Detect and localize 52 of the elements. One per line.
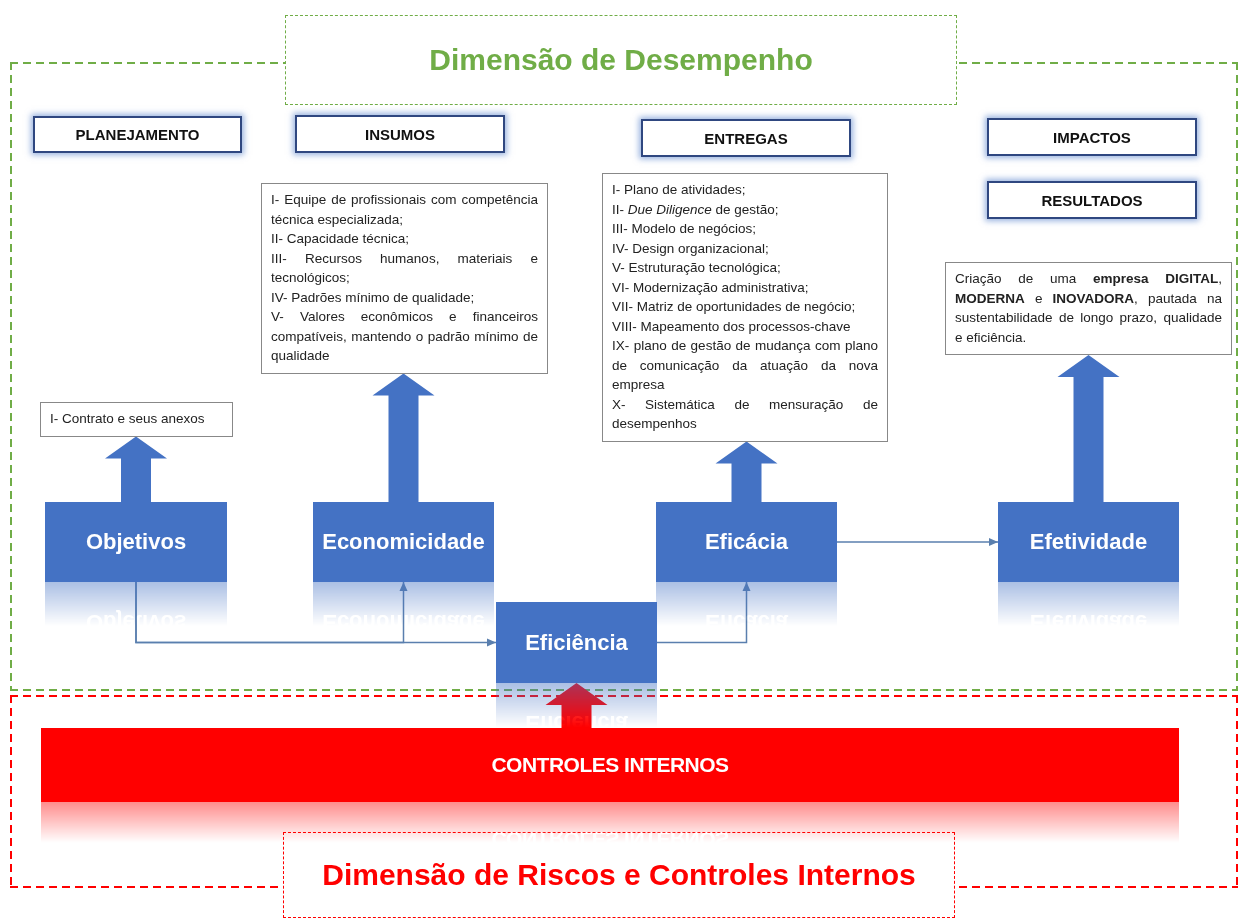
header-box: [987, 118, 1197, 156]
control-bar: [41, 728, 1179, 802]
header-label: INSUMOS: [365, 125, 435, 143]
list-item: VII- Matriz de oportunidades de negócio;: [612, 298, 857, 316]
block-arrow: [105, 436, 167, 502]
box-label: CONTROLES INTERNOS: [491, 753, 729, 777]
header-box: [987, 181, 1197, 219]
dashed-region: [10, 695, 1238, 918]
list-item: VI- Modernização administrativa;: [612, 278, 810, 297]
text-box: [602, 173, 888, 442]
list-item: III- Modelo de negócios;: [612, 220, 758, 238]
header-label: IMPACTOS: [1053, 128, 1131, 146]
box-label: Eficácia: [704, 529, 789, 555]
list-item: IX- plano de gestão de mudança com plano de comunicação da atuação da nova empresa: [612, 337, 878, 394]
process-box: [998, 502, 1179, 582]
list-item: V- Valores econômicos e financeiros compatíveis, mantendo o padrão mínimo de qualidade: [271, 308, 538, 365]
region-title: Dimensão de Riscos e Controles Internos: [322, 858, 916, 892]
list-item: VIII- Mapeamento dos processos-chave: [612, 317, 852, 336]
header-label: ENTREGAS: [704, 129, 788, 147]
list-item: II- Capacidade técnica;: [271, 230, 411, 248]
list-item: III- Recursos humanos, materiais e tecnológicos;: [271, 249, 538, 287]
block-arrow: [715, 441, 778, 502]
process-box: [45, 502, 227, 582]
text-box: [945, 262, 1232, 355]
box-label: Eficiência: [525, 629, 628, 656]
header-label: PLANEJAMENTO: [75, 126, 200, 143]
process-box: [656, 502, 837, 582]
list-item: V- Estruturação tecnológica;: [612, 259, 782, 277]
text-box: [40, 402, 233, 437]
box-label: Objetivos: [85, 529, 187, 555]
description-text: Criação de uma empresa DIGITAL, MODERNA e INOVADORA, pautada na sustentabilidade de longo prazo, qualidade e eficiência.: [955, 270, 1222, 347]
header-box: [641, 119, 851, 157]
process-box: [496, 602, 657, 683]
header-box: [33, 116, 242, 153]
dashed-region: [10, 15, 1238, 691]
box-label: Efetividade: [1029, 529, 1148, 555]
block-arrow: [1057, 355, 1120, 502]
block-arrow: [372, 373, 435, 502]
list-item: IV- Design organizacional;: [612, 239, 770, 258]
region-title: Dimensão de Desempenho: [429, 43, 813, 77]
process-box: [313, 502, 494, 582]
text-box: [261, 183, 548, 374]
list-item: I- Plano de atividades;: [612, 181, 747, 199]
list-item: I- Equipe de profissionais com competência técnica especializada;: [271, 191, 538, 229]
list-item: IV- Padrões mínimo de qualidade;: [271, 288, 476, 307]
box-label: Economicidade: [322, 529, 485, 555]
header-label: RESULTADOS: [1041, 191, 1143, 209]
list-item: X- Sistemática de mensuração de desempenhos: [612, 395, 878, 433]
arrow: [836, 538, 999, 546]
list-item: II- Due Diligence de gestão;: [612, 200, 780, 219]
header-box: [295, 115, 505, 153]
list-item: I- Contrato e seus anexos: [50, 410, 206, 428]
